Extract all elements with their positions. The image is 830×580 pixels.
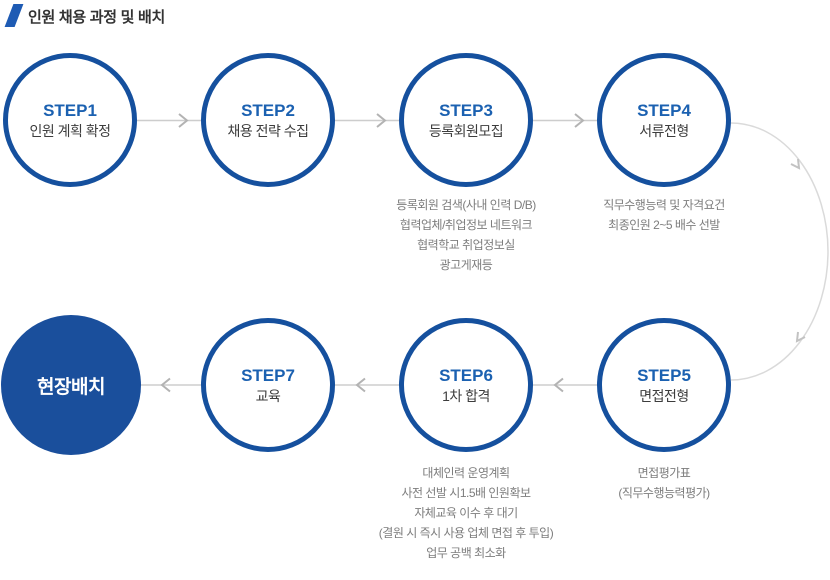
step3-note-line: 등록회원 검색(사내 인력 D/B) <box>396 198 536 212</box>
step5-title: 면접전형 <box>639 387 689 404</box>
step2-title: 채용 전략 수집 <box>227 122 309 139</box>
arrow-step1-step2 <box>137 113 201 128</box>
step5-notes: 면접평가표 (직무수행능력평가) <box>524 463 804 503</box>
step5-label: STEP5 <box>637 365 691 385</box>
step6-circle: STEP6 1차 합격 <box>399 318 533 452</box>
step5-note-line: (직무수행능력평가) <box>618 486 710 500</box>
step5-circle: STEP5 면접전형 <box>597 318 731 452</box>
step6-title: 1차 합격 <box>442 387 490 404</box>
step3-note-line: 협력학교 취업정보실 <box>417 238 515 252</box>
step3-label: STEP3 <box>439 100 493 120</box>
step2-label: STEP2 <box>241 100 295 120</box>
step1-circle: STEP1 인원 계획 확정 <box>3 53 137 187</box>
step4-title: 서류전형 <box>639 122 689 139</box>
arrow-step3-step4 <box>533 113 597 128</box>
step4-label: STEP4 <box>637 100 691 120</box>
step6-notes: 대체인력 운영계획 사전 선발 시1.5배 인원확보 자체교육 이수 후 대기 … <box>306 463 626 563</box>
step3-note-line: 협력업체/취업정보 네트워크 <box>399 218 533 232</box>
step7-label: STEP7 <box>241 365 295 385</box>
step7-circle: STEP7 교육 <box>201 318 335 452</box>
step3-notes: 등록회원 검색(사내 인력 D/B) 협력업체/취업정보 네트워크 협력학교 취… <box>306 195 626 275</box>
arrow-step6-step7 <box>335 377 399 393</box>
step4-note-line: 직무수행능력 및 자격요건 <box>603 198 725 212</box>
final-placement-title: 현장배치 <box>37 376 105 398</box>
step6-note-line: (결원 시 즉시 사용 업체 면접 후 투입) <box>378 526 554 540</box>
step6-note-line: 업무 공백 최소화 <box>426 546 506 560</box>
step4-notes: 직무수행능력 및 자격요건 최종인원 2~5 배수 선발 <box>524 195 804 235</box>
arrow-step2-step3 <box>335 113 399 128</box>
step1-title: 인원 계획 확정 <box>29 122 111 139</box>
step6-note-line: 대체인력 운영계획 <box>422 466 510 480</box>
step3-title: 등록회원모집 <box>428 122 504 139</box>
step1-label: STEP1 <box>43 100 97 120</box>
step3-circle: STEP3 등록회원모집 <box>399 53 533 187</box>
arc-step4-step5 <box>730 122 829 381</box>
step6-note-line: 사전 선발 시1.5배 인원확보 <box>401 486 531 500</box>
page-title: 인원 채용 과정 및 배치 <box>28 9 165 26</box>
step5-note-line: 면접평가표 <box>637 466 691 480</box>
final-placement-circle: 현장배치 <box>1 315 141 455</box>
step4-note-line: 최종인원 2~5 배수 선발 <box>608 218 720 232</box>
arrow-step5-step6 <box>533 377 597 393</box>
step6-note-line: 자체교육 이수 후 대기 <box>414 506 518 520</box>
step7-title: 교육 <box>255 387 281 404</box>
step6-label: STEP6 <box>439 365 493 385</box>
step3-note-line: 광고게재등 <box>439 258 493 272</box>
arrow-step7-final <box>141 377 201 393</box>
step4-circle: STEP4 서류전형 <box>597 53 731 187</box>
step2-circle: STEP2 채용 전략 수집 <box>201 53 335 187</box>
